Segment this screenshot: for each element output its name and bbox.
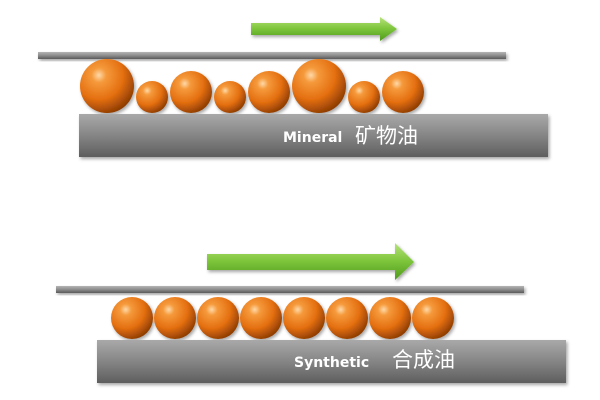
particle-small: [348, 81, 380, 113]
particle-medium: [197, 297, 239, 339]
particle-medium: [240, 297, 282, 339]
synthetic-particles: [111, 297, 454, 339]
particle-medium: [326, 297, 368, 339]
particle-medium: [248, 71, 290, 113]
mineral-panel: Mineral 矿物油: [38, 17, 548, 157]
synthetic-top-plate: [56, 286, 524, 293]
mineral-particles: [80, 59, 424, 113]
mineral-label-zh: 矿物油: [355, 124, 418, 148]
particle-large: [292, 59, 346, 113]
synthetic-panel: Synthetic 合成油: [56, 243, 566, 383]
particle-medium: [154, 297, 196, 339]
particle-small: [136, 81, 168, 113]
particle-medium: [170, 71, 212, 113]
synthetic-bottom-plate: [97, 340, 566, 383]
particle-medium: [283, 297, 325, 339]
synthetic-motion-arrow: [207, 243, 414, 280]
particle-medium: [111, 297, 153, 339]
mineral-motion-arrow: [251, 17, 397, 41]
particle-medium: [369, 297, 411, 339]
particle-large: [80, 59, 134, 113]
mineral-label-en: Mineral: [283, 130, 342, 146]
particle-medium: [412, 297, 454, 339]
mineral-bottom-plate: [79, 114, 548, 157]
particle-small: [214, 81, 246, 113]
synthetic-label-zh: 合成油: [392, 348, 455, 372]
mineral-top-plate: [38, 52, 506, 59]
particle-medium: [382, 71, 424, 113]
synthetic-label-en: Synthetic: [294, 355, 369, 371]
